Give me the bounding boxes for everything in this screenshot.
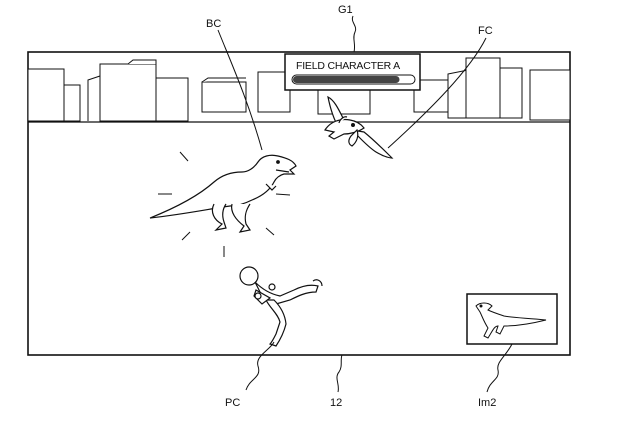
- label-pc: PC: [225, 397, 240, 409]
- leader-lines: [217, 15, 513, 393]
- hud-name-plate: FIELD CHARACTER A: [284, 53, 421, 91]
- dinosaur-icon: [475, 302, 547, 339]
- impact-lines: [158, 151, 291, 257]
- label-screen-12: 12: [330, 397, 342, 409]
- runner-icon: [239, 266, 323, 347]
- pterodactyl-icon: [324, 95, 394, 159]
- minimap-image: [466, 293, 558, 345]
- health-bar-fill: [293, 76, 400, 83]
- label-fc: FC: [478, 25, 493, 37]
- dinosaur-icon: [149, 154, 297, 233]
- city-skyline: [27, 57, 571, 123]
- label-g1: G1: [338, 4, 353, 16]
- label-im2: Im2: [478, 397, 496, 409]
- game-screen: [27, 51, 571, 356]
- field-character-name: FIELD CHARACTER A: [296, 60, 400, 72]
- label-bc: BC: [206, 18, 221, 30]
